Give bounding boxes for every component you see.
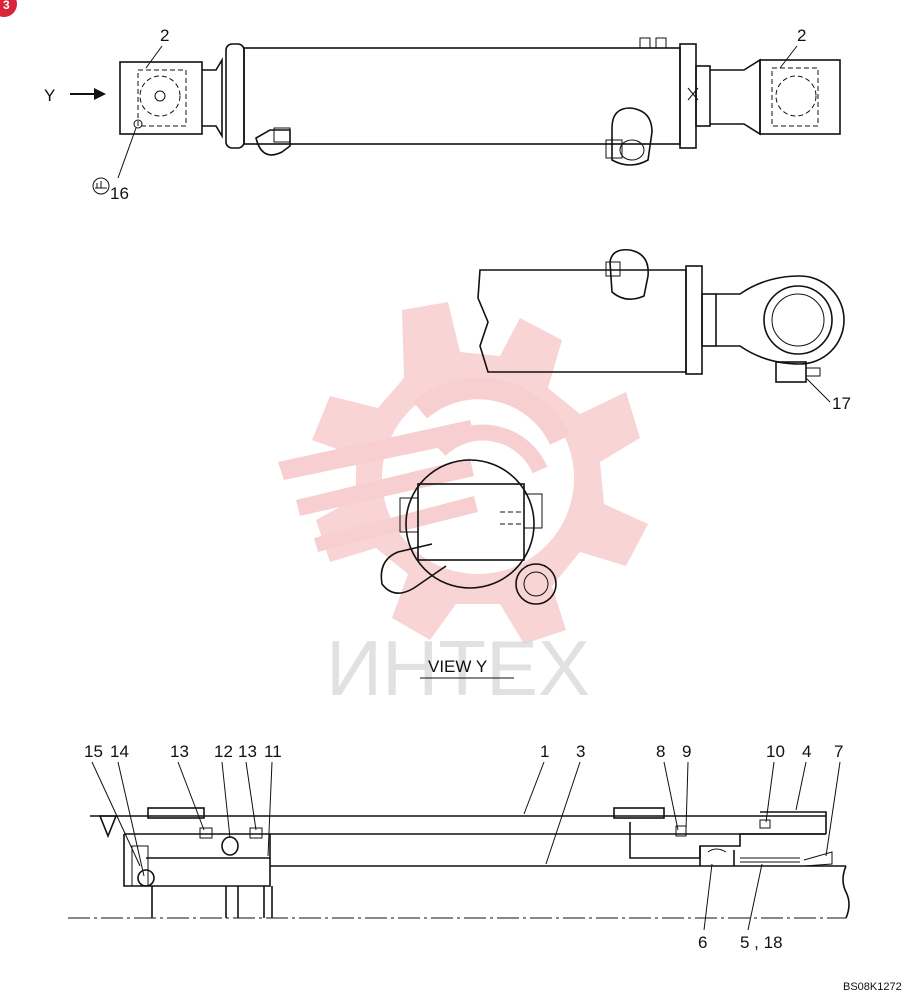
- callout-13-left: 13: [170, 742, 189, 761]
- cylinder-top-view: [119, 37, 841, 166]
- callout-11: 11: [264, 742, 282, 761]
- view-arrow-head: [94, 88, 106, 100]
- callout-2-left: 2: [160, 26, 169, 45]
- callout-8: 8: [656, 742, 665, 761]
- callout-1: 1: [540, 742, 549, 761]
- view-arrow-label: Y: [44, 86, 55, 105]
- cylinder-rod-end-view: [477, 248, 845, 383]
- callout-2-right: 2: [797, 26, 806, 45]
- watermark-logo: [278, 302, 648, 644]
- figure-code: BS08K1272: [843, 981, 902, 993]
- cylinder-section-view: [68, 807, 850, 919]
- callout-13-right: 13: [238, 742, 257, 761]
- leader-2-right: [779, 45, 798, 69]
- view-y-caption: VIEW Y: [428, 657, 487, 676]
- callout-4: 4: [802, 742, 811, 761]
- leader-16: [117, 127, 137, 179]
- callout-12: 12: [214, 742, 233, 761]
- callout-7: 7: [834, 742, 843, 761]
- section-leader-lines: [91, 761, 841, 931]
- callout-5-18: 5 , 18: [740, 933, 783, 952]
- callout-10: 10: [766, 742, 785, 761]
- callout-3: 3: [576, 742, 585, 761]
- corner-badge-number: 3: [3, 0, 10, 12]
- callout-6: 6: [698, 933, 707, 952]
- grease-symbol-icon: [92, 177, 110, 195]
- view-y-end-view: [380, 459, 557, 605]
- watermark-text: ИНТЕХ: [326, 624, 590, 712]
- leader-2-left: [145, 45, 163, 69]
- callout-14: 14: [110, 742, 129, 761]
- callout-9: 9: [682, 742, 691, 761]
- leader-17: [805, 377, 831, 403]
- callout-15: 15: [84, 742, 103, 761]
- corner-badge: [0, 0, 17, 17]
- callout-17: 17: [832, 394, 851, 413]
- callout-16: 16: [110, 184, 129, 203]
